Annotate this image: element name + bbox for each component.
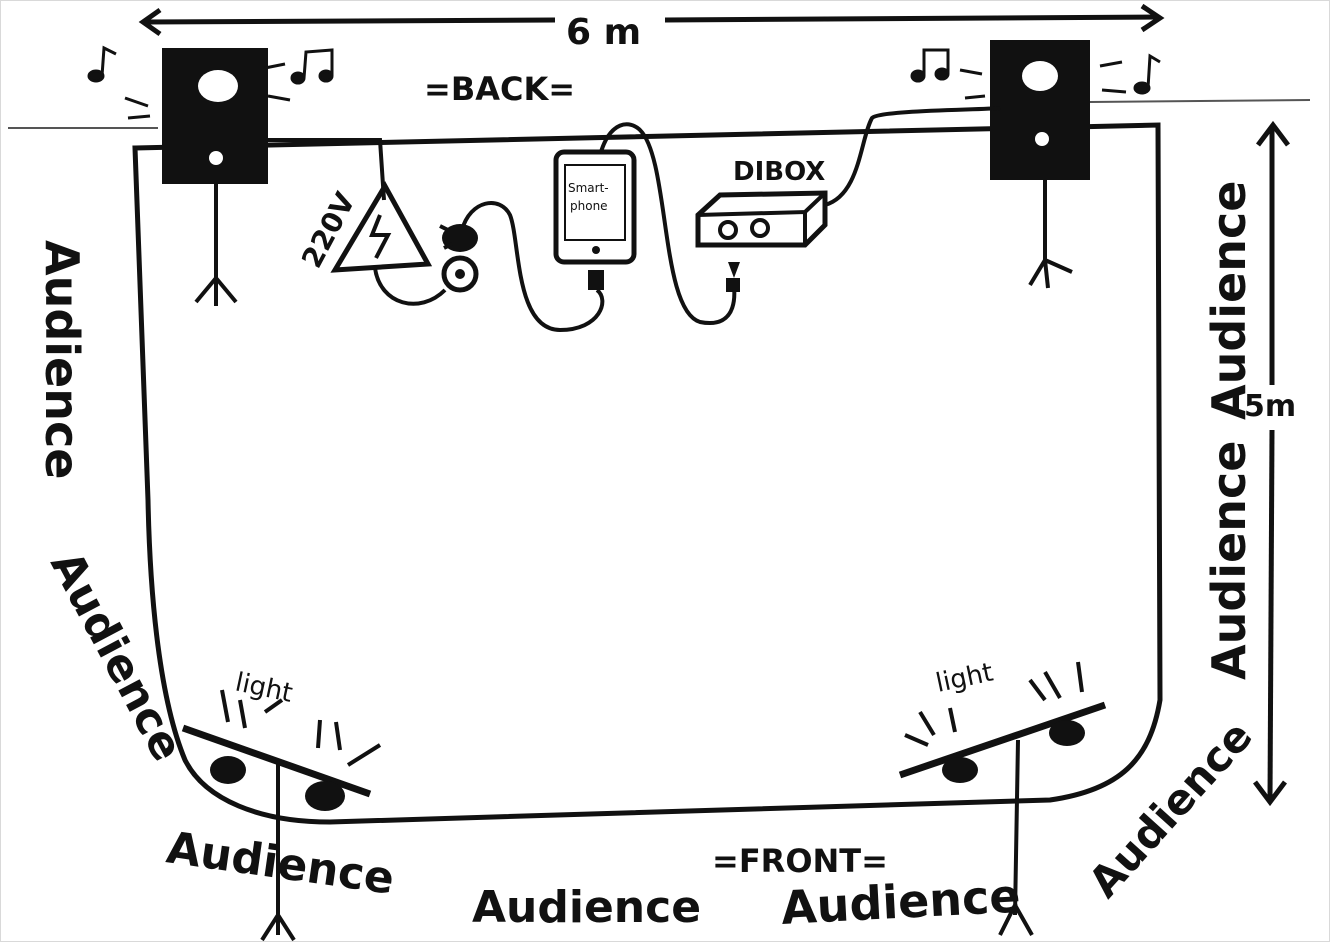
right-light-icon [898,661,1107,936]
audio-jack-icon [726,262,740,292]
depth-label: 5m [1244,389,1296,424]
width-label: 6 m [566,12,641,53]
audience-left-top: Audience [35,240,89,479]
right-speaker-icon [959,40,1127,289]
smartphone-label-line1: Smart- [568,181,609,195]
stage-outline [132,122,1163,825]
audience-left-bottom: Audience [40,543,193,769]
smartphone-label-line2: phone [570,199,608,213]
power-label: 220V [295,187,362,274]
depth-dimension-arrow [1253,120,1290,807]
audience-right-vertical-1: Audience [1202,181,1256,420]
right-light-label: light [933,658,996,699]
left-speaker-icon [124,48,291,306]
front-label: =FRONT= [712,842,888,880]
power-plug-icon [439,224,479,293]
power-warning-icon [330,180,433,273]
audience-bottom-left: Audience [163,822,397,904]
smartphone-icon [553,149,637,290]
music-note-icon [87,45,1161,95]
left-light-icon [181,689,382,942]
back-wall-line [8,99,1311,129]
width-dimension-arrow [138,3,1165,37]
back-label: =BACK= [424,70,575,108]
di-box-icon [695,190,828,248]
di-box-label: DIBOX [733,157,825,187]
audience-bottom-right: Audience [780,869,1022,935]
audience-right-diagonal: Audience [1079,711,1262,906]
cables [268,106,1001,333]
audience-bottom-center: Audience [472,882,701,933]
audience-right-vertical-2: Audience [1202,441,1256,680]
